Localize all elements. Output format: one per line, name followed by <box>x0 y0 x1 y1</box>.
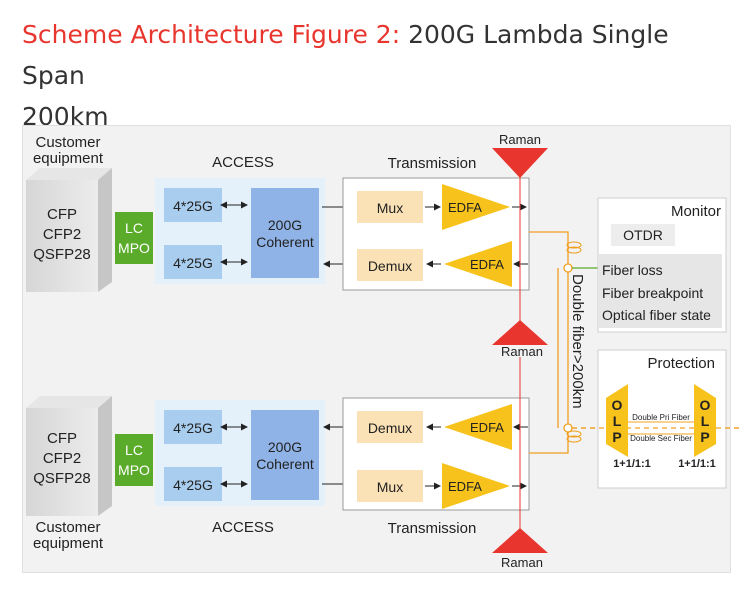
coherent-label-top-1: 200G <box>268 217 302 233</box>
edfa-amplifier-top-rx <box>444 241 512 287</box>
ratio-left: 1+1/1:1 <box>613 458 651 470</box>
customer-equipment-top: CFP CFP2 QSFP28 <box>26 168 112 292</box>
olp-right-l: L <box>701 413 710 429</box>
otdr-box <box>611 224 675 246</box>
fiber-coil-bottom-1 <box>566 430 582 438</box>
coherent-label-top-2: Coherent <box>256 234 314 250</box>
raman-label-bottom: Raman <box>501 555 543 570</box>
demux-module-bottom <box>357 411 423 443</box>
monitor-item-fiber-state: Optical fiber state <box>602 307 711 323</box>
raman-amplifier-bottom <box>492 528 548 553</box>
equipment-cfp-bottom: CFP <box>47 430 77 447</box>
lc-label-bottom: LC <box>125 442 143 458</box>
olp-left-p: P <box>612 429 621 445</box>
edfa-amplifier-top-tx <box>442 184 510 230</box>
olp-right-o: O <box>700 397 711 413</box>
equipment-qsfp28-bottom: QSFP28 <box>33 470 91 487</box>
olp-left: O L P <box>606 384 628 457</box>
edfa-label-top-tx: EDFA <box>448 200 482 215</box>
demux-label-top: Demux <box>368 258 412 274</box>
raman-amplifier-top-1 <box>492 148 548 178</box>
edfa-amplifier-bottom-tx <box>442 463 510 509</box>
transmission-label-top: Transmission <box>388 155 477 172</box>
monitor-item-fiber-loss: Fiber loss <box>602 262 663 278</box>
coherent-module-top <box>251 188 319 278</box>
ratio-right: 1+1/1:1 <box>678 458 716 470</box>
lc-label-top: LC <box>125 220 143 236</box>
fiber-tap-top <box>563 263 573 273</box>
olp-right-p: P <box>700 429 709 445</box>
lc-mpo-connector-bottom: LC MPO <box>115 434 153 486</box>
client-label-top-2: 4*25G <box>173 255 213 271</box>
fiber-distance-label: Double fiber>200km <box>569 274 586 409</box>
olp-left-o: O <box>612 397 623 413</box>
demux-label-bottom: Demux <box>368 420 412 436</box>
client-label-bottom-2: 4*25G <box>173 477 213 493</box>
fiber-link: Double fiber>200km <box>529 231 740 454</box>
mpo-label-top: MPO <box>118 240 150 256</box>
mux-label-top: Mux <box>377 200 403 216</box>
transmission-label-bottom: Transmission <box>388 520 477 537</box>
mpo-label-bottom: MPO <box>118 462 150 478</box>
access-label-top: ACCESS <box>212 154 274 171</box>
fiber-coil-top-2 <box>566 246 582 254</box>
fiber-coil-top-1 <box>566 241 582 249</box>
olp-left-l: L <box>613 413 622 429</box>
title-prefix: Scheme Architecture Figure 2: <box>22 20 401 49</box>
customer-label-bottom-1: Customer <box>35 519 100 536</box>
equipment-cfp2-bottom: CFP2 <box>43 450 81 467</box>
equipment-cfp2-top: CFP2 <box>43 226 81 243</box>
protection-title: Protection <box>647 355 715 372</box>
access-label-bottom: ACCESS <box>212 519 274 536</box>
fiber-coil-bottom-2 <box>566 435 582 443</box>
lc-mpo-connector-top: LC MPO <box>115 212 153 264</box>
fiber-tap-bottom <box>563 423 573 433</box>
raman-amplifier-top-2 <box>492 320 548 345</box>
title-main: 200G Lambda Single Span <box>22 20 669 90</box>
bottom-system: CFP CFP2 QSFP28 Customer equipment LC MP… <box>26 357 548 570</box>
mux-module-bottom <box>357 470 423 502</box>
pri-fiber-label: Double Pri Fiber <box>632 413 690 422</box>
page-title: Scheme Architecture Figure 2: 200G Lambd… <box>22 14 737 137</box>
demux-module-top <box>357 249 423 281</box>
monitor-items-box <box>598 254 722 328</box>
client-module-bottom-1 <box>164 410 222 444</box>
equipment-cfp-top: CFP <box>47 206 77 223</box>
equipment-qsfp28-top: QSFP28 <box>33 246 91 263</box>
coherent-module-bottom <box>251 410 319 500</box>
edfa-amplifier-bottom-rx <box>444 404 512 450</box>
protection-panel: Protection O L P O L P Double Pri Fiber … <box>572 349 740 489</box>
monitor-item-fiber-breakpoint: Fiber breakpoint <box>602 285 703 301</box>
olp-right: O L P <box>694 384 716 457</box>
edfa-label-top-rx: EDFA <box>470 257 504 272</box>
monitor-panel: Monitor OTDR Fiber loss Fiber breakpoint… <box>597 197 727 333</box>
raman-label-top-2: Raman <box>501 344 543 359</box>
monitor-title: Monitor <box>671 203 721 220</box>
coherent-label-bottom-2: Coherent <box>256 456 314 472</box>
customer-label-top-1: Customer <box>35 134 100 151</box>
client-module-bottom-2 <box>164 467 222 501</box>
coherent-label-bottom-1: 200G <box>268 439 302 455</box>
customer-label-bottom-2: equipment <box>33 535 104 552</box>
mux-label-bottom: Mux <box>377 479 403 495</box>
top-system: Customer equipment CFP CFP2 QSFP28 LC MP… <box>26 132 548 359</box>
client-module-top-2 <box>164 245 222 279</box>
raman-label-top-1: Raman <box>499 132 541 147</box>
edfa-label-bottom-tx: EDFA <box>448 479 482 494</box>
client-label-top-1: 4*25G <box>173 198 213 214</box>
otdr-label: OTDR <box>623 227 663 243</box>
client-label-bottom-1: 4*25G <box>173 420 213 436</box>
customer-equipment-bottom: CFP CFP2 QSFP28 <box>26 396 112 516</box>
mux-module-top <box>357 191 423 223</box>
client-module-top-1 <box>164 188 222 222</box>
sec-fiber-label: Double Sec Fiber <box>630 434 692 443</box>
edfa-label-bottom-rx: EDFA <box>470 420 504 435</box>
customer-label-top-2: equipment <box>33 150 104 167</box>
